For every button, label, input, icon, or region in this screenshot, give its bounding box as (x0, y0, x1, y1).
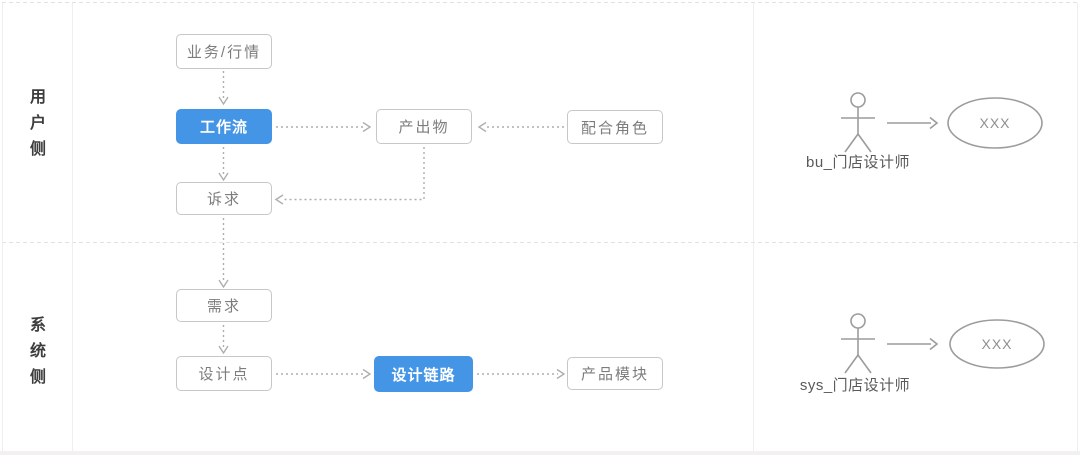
stick-figure-leg-icon (844, 354, 859, 374)
arrowhead-right-icon (362, 121, 372, 133)
stick-figure-head-icon (850, 92, 866, 108)
connector-output-appeal (282, 147, 425, 201)
row-label-system-side: 系统侧 (27, 316, 44, 394)
actor-label-bu: bu_门店设计师 (805, 154, 911, 171)
usecase-ellipse (949, 319, 1045, 369)
usecase-ellipse (947, 97, 1043, 149)
arrowhead-down-icon (218, 279, 229, 289)
node-workflow: 工作流 (176, 109, 272, 144)
bottom-edge-band (0, 451, 1080, 455)
arrowhead-down-icon (218, 345, 229, 355)
connectors (218, 71, 566, 380)
stick-figure-leg-icon (857, 354, 872, 374)
arrowhead-left-icon (274, 194, 284, 205)
arrowhead-right-icon (929, 337, 939, 351)
node-requirement: 需求 (176, 289, 272, 322)
arrowhead-left-icon (477, 121, 487, 133)
actor-sys-figure: XXX (841, 313, 1045, 374)
arrowhead-down-icon (218, 172, 229, 182)
row-label-user-side: 用户侧 (27, 88, 44, 166)
stick-figure-leg-icon (857, 133, 872, 153)
usecase-text: XXX (981, 336, 1012, 352)
arrowhead-right-icon (362, 368, 372, 380)
stick-figure-leg-icon (844, 133, 859, 153)
node-output: 产出物 (376, 109, 472, 144)
node-appeal: 诉求 (176, 182, 272, 215)
actor-bu-figure: XXX (841, 92, 1043, 153)
node-product-module: 产品模块 (567, 357, 663, 390)
stick-figure-head-icon (850, 313, 866, 329)
node-design-point: 设计点 (176, 356, 272, 391)
node-business-market: 业务/行情 (176, 34, 272, 69)
node-design-chain: 设计链路 (374, 356, 473, 392)
node-partner-role: 配合角色 (567, 110, 663, 144)
usecase-text: XXX (979, 115, 1010, 131)
actor-label-sys: sys_门店设计师 (799, 377, 911, 394)
arrowhead-right-icon (929, 116, 939, 130)
arrowhead-right-icon (556, 368, 566, 380)
arrowhead-down-icon (218, 96, 229, 106)
